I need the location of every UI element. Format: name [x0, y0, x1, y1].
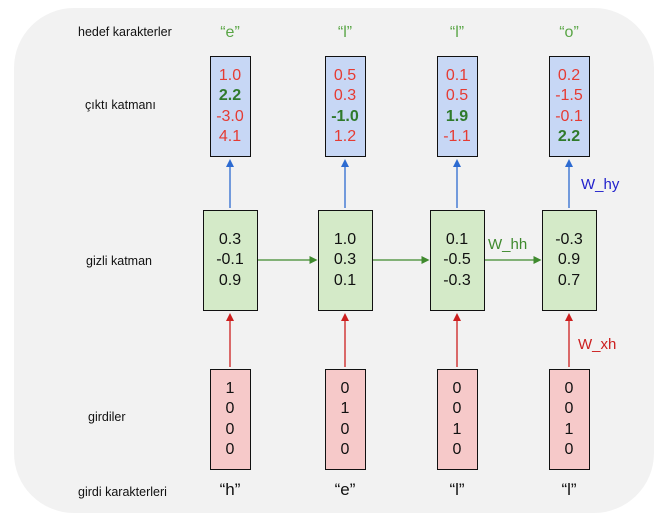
output-value: 0.1: [445, 66, 469, 84]
output-layer-box: 0.5 0.3 -1.0 1.2: [324, 56, 366, 157]
weight-label-xh: W_xh: [578, 336, 617, 353]
hidden-value: -0.5: [443, 251, 471, 269]
input-value: 0: [564, 400, 574, 417]
input-layer-box: 1 0 0 0: [209, 369, 251, 470]
hidden-value: -0.3: [443, 271, 471, 289]
row-label-hidden: gizli katman: [86, 254, 152, 268]
hidden-value: 0.9: [557, 251, 581, 269]
hidden-value: -0.3: [555, 230, 583, 248]
input-value: 0: [564, 379, 574, 397]
hidden-value: 0.3: [333, 251, 357, 269]
output-layer-box: 0.1 0.5 1.9 -1.1: [436, 56, 478, 157]
output-value: 1.2: [333, 128, 357, 145]
row-label-output: çıktı katmanı: [85, 98, 156, 112]
hidden-value: 0.1: [445, 230, 469, 248]
hidden-to-output-arrow: [226, 159, 234, 208]
hidden-to-output-arrow: [565, 159, 573, 208]
hidden-to-output-arrow: [453, 159, 461, 208]
input-value: 0: [340, 379, 350, 397]
hidden-to-output-arrow: [341, 159, 349, 208]
input-value: 0: [452, 379, 462, 397]
input-to-hidden-arrow: [226, 313, 234, 367]
input-char: “e”: [334, 480, 356, 499]
target-char: “l”: [449, 24, 465, 41]
target-char: “e”: [220, 24, 240, 41]
input-value: 0: [452, 441, 462, 458]
hidden-value: 1.0: [333, 230, 357, 248]
input-layer-box: 0 1 0 0: [324, 369, 366, 470]
input-to-hidden-arrow: [341, 313, 349, 367]
input-value: 1: [564, 420, 574, 438]
input-value: 0: [452, 400, 462, 417]
hidden-value: 0.3: [218, 230, 242, 248]
output-value: -1.0: [331, 107, 359, 125]
weight-label-hh: W_hh: [488, 236, 528, 253]
weight-label-hy: W_hy: [581, 176, 620, 193]
output-value: 4.1: [218, 128, 242, 145]
hidden-to-hidden-arrow: [372, 256, 430, 264]
row-label-input-chars: girdi karakterleri: [78, 485, 167, 499]
output-value: -0.1: [555, 107, 583, 125]
hidden-value: 0.1: [333, 271, 357, 289]
output-value: 0.3: [333, 87, 357, 104]
output-value: 0.5: [333, 66, 357, 84]
hidden-layer-box: 0.1 -0.5 -0.3: [429, 210, 485, 311]
hidden-to-hidden-arrow: [257, 256, 318, 264]
output-value: 2.2: [557, 128, 581, 145]
output-value: 0.2: [557, 66, 581, 84]
output-value: -1.1: [443, 128, 471, 145]
target-char: “o”: [559, 24, 579, 41]
hidden-value: -0.1: [216, 251, 244, 269]
input-to-hidden-arrow: [453, 313, 461, 367]
input-value: 1: [452, 420, 462, 438]
hidden-to-hidden-arrow: [484, 256, 542, 264]
input-layer-box: 0 0 1 0: [548, 369, 590, 470]
output-value: -3.0: [216, 107, 244, 125]
hidden-value: 0.7: [557, 271, 581, 289]
input-char: “l”: [561, 480, 577, 499]
input-char: “h”: [219, 480, 241, 499]
input-value: 0: [340, 441, 350, 458]
output-layer-box: 0.2 -1.5 -0.1 2.2: [548, 56, 590, 157]
output-layer-box: 1.0 2.2 -3.0 4.1: [209, 56, 251, 157]
row-label-inputs: girdiler: [88, 410, 126, 424]
hidden-value: 0.9: [218, 271, 242, 289]
input-value: 0: [340, 420, 350, 438]
input-value: 0: [225, 400, 235, 417]
input-layer-box: 0 0 1 0: [436, 369, 478, 470]
input-value: 0: [225, 420, 235, 438]
input-to-hidden-arrow: [565, 313, 573, 367]
row-label-target: hedef karakterler: [78, 25, 172, 39]
output-value: 1.0: [218, 66, 242, 84]
output-value: 1.9: [445, 107, 469, 125]
output-value: 2.2: [218, 87, 242, 104]
input-char: “l”: [449, 480, 465, 499]
hidden-layer-box: -0.3 0.9 0.7: [541, 210, 597, 311]
input-value: 1: [340, 400, 350, 417]
input-value: 1: [225, 379, 235, 397]
input-value: 0: [225, 441, 235, 458]
input-value: 0: [564, 441, 574, 458]
output-value: -1.5: [555, 87, 583, 104]
output-value: 0.5: [445, 87, 469, 104]
hidden-layer-box: 0.3 -0.1 0.9: [202, 210, 258, 311]
target-char: “l”: [337, 24, 353, 41]
hidden-layer-box: 1.0 0.3 0.1: [317, 210, 373, 311]
